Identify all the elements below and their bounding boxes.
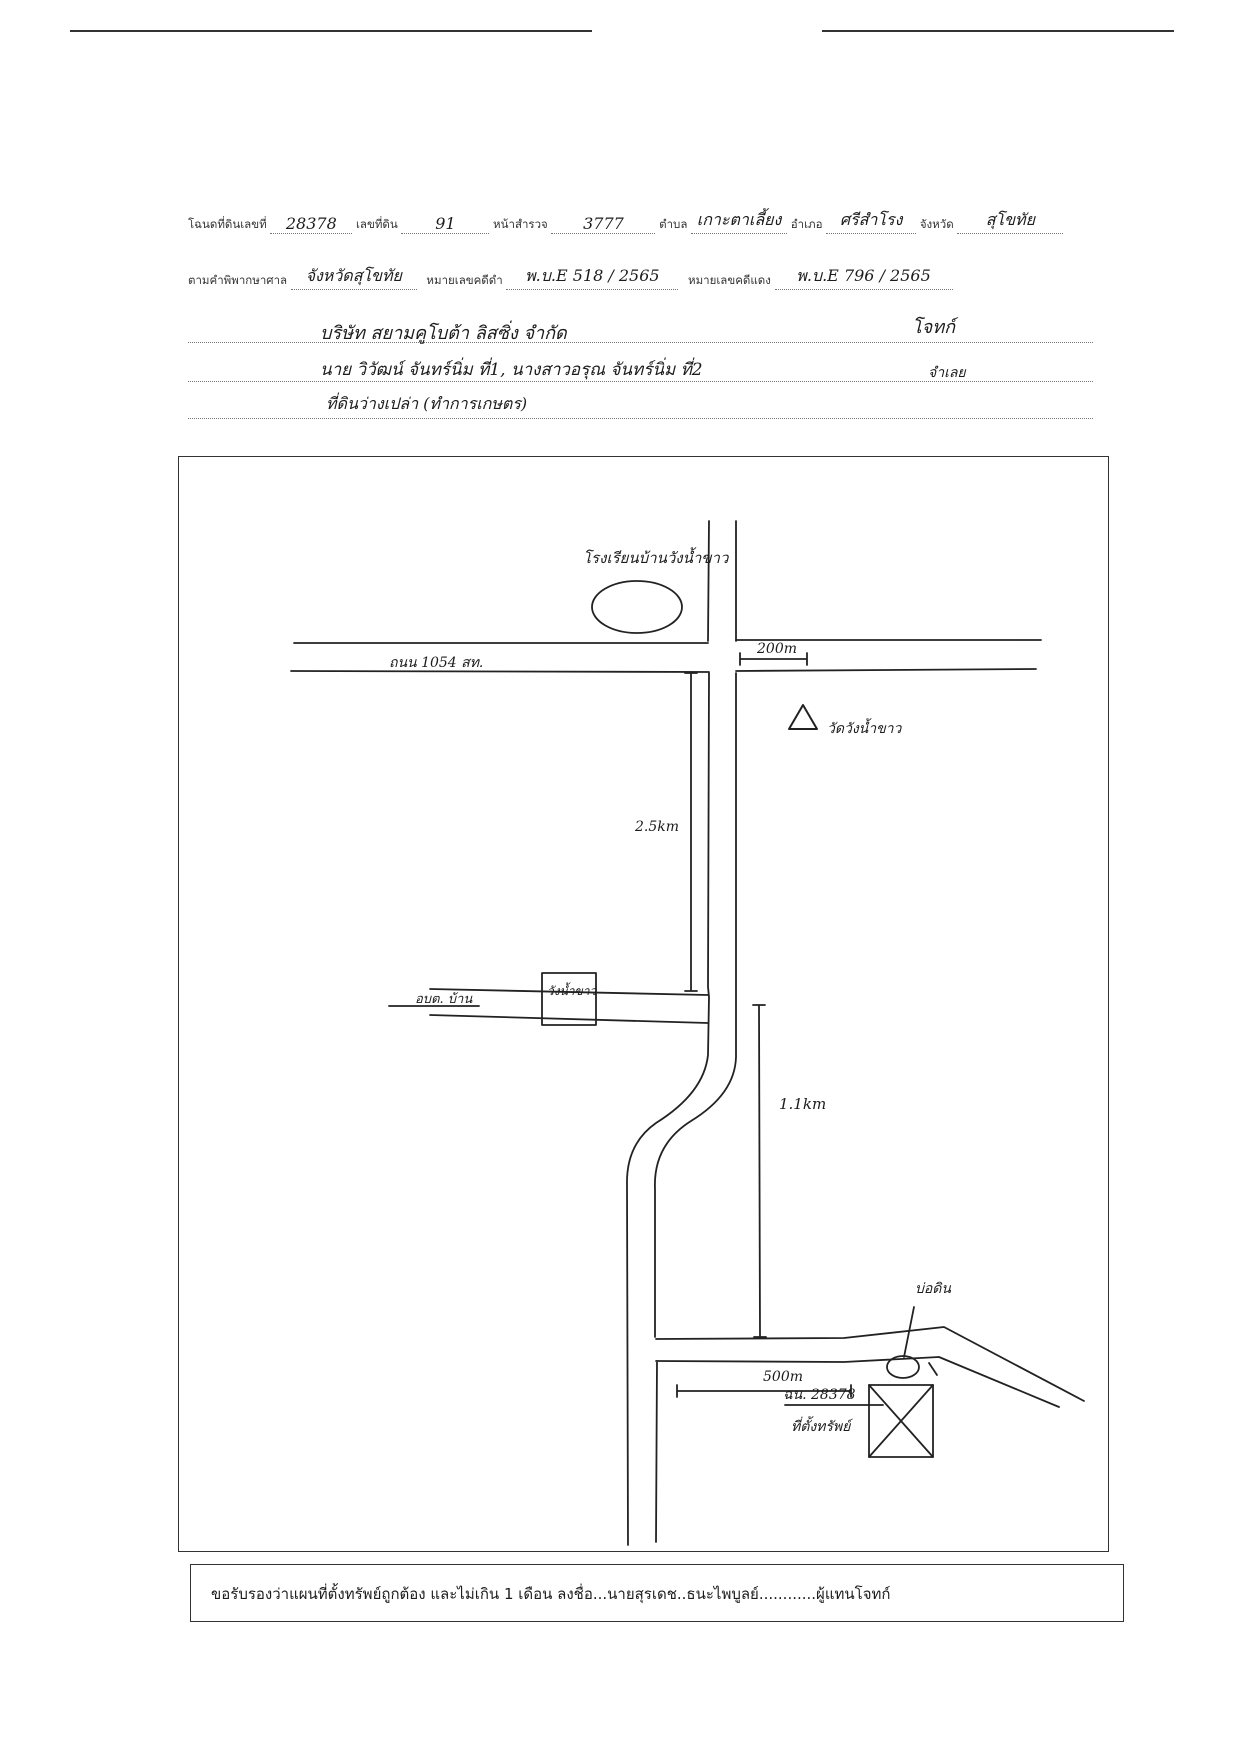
plaintiff-role: โจทก์ [912,317,955,338]
distance-east-label: 500m [763,1369,803,1385]
road-north-west-edge [707,520,710,642]
header-row-1: โฉนดที่ดินเลขที่ 28378 เลขที่ดิน 91 หน้า… [188,208,1064,234]
distance-temple-label: 200m [756,641,797,657]
road-south-east-edge [654,672,737,1338]
black-case: พ.บ.E 518 / 2565 [506,264,679,290]
temple-label: วัดวังน้ำขาว [827,718,903,737]
main-road-south-edge [290,670,710,673]
pond-marker [886,1355,920,1379]
location-map: โรงเรียนบ้านวังน้ำขาว ถนน 1054 สท. 200m … [290,520,1085,1546]
dim-2-5km [684,672,698,992]
party-line-2 [188,381,1093,382]
branch-road-south-edge [655,1356,1060,1543]
certification-box: ขอรับรองว่าแผนที่ตั้งทรัพย์ถูกต้อง และไม… [190,1564,1124,1622]
temple-marker [788,704,818,730]
road-label: ถนน 1054 สท. [389,655,483,671]
red-case: พ.บ.E 796 / 2565 [774,264,953,290]
district: ศรีสำโรง [826,208,917,234]
land-use: ที่ดินว่างเปล่า (ทำการเกษตร) [326,394,528,413]
black-case-label: หมายเลขคดีดำ [426,273,503,287]
defendant-role: จำเลย [928,365,966,381]
deed-label: โฉนดที่ดินเลขที่ [188,217,267,231]
pond-label: บ่อดิน [915,1281,951,1297]
top-rule-right [822,30,1174,32]
main-road-south-edge-east [735,668,1037,672]
road-south-west-edge [626,672,710,1546]
school-marker [591,580,683,634]
province-label: จังหวัด [919,217,954,231]
plot-sub-label: ที่ตั้งทรัพย์ [791,1416,853,1435]
subdistrict: เกาะตาเลี้ยง [691,208,788,234]
plot-box-cross [868,1384,934,1458]
dim-1-1km [752,1004,767,1338]
plot-arrow [928,1362,938,1376]
plot-label: ฉน. 28378 [783,1387,856,1403]
land-no-label: เลขที่ดิน [355,217,398,231]
plot-box [868,1384,934,1458]
office-road-south-edge [429,1014,709,1024]
distance-south-label: 1.1km [779,1095,826,1113]
pond-pointer [903,1306,915,1358]
survey-page: 3777 [551,214,656,234]
red-case-label: หมายเลขคดีแดง [688,273,771,287]
plaintiff-name: บริษัท สยามคูโบต้า ลิสซิ่ง จำกัด [320,323,567,344]
school-label: โรงเรียนบ้านวังน้ำขาว [583,547,730,567]
subdistrict-label: ตำบล [659,217,688,231]
deed-no: 28378 [270,214,353,234]
office-label: อบต. บ้าน [415,992,473,1007]
top-rule-left [70,30,592,32]
header-row-2: ตามคำพิพากษาศาล จังหวัดสุโขทัย หมายเลขคด… [188,264,953,290]
party-line-1 [188,342,1093,343]
office-box-label: วังน้ำขาว [547,982,597,998]
party-line-3 [188,418,1093,419]
map-frame: โรงเรียนบ้านวังน้ำขาว ถนน 1054 สท. 200m … [178,456,1109,1552]
province: สุโขทัย [957,208,1064,234]
office-road-north-edge [429,988,709,996]
survey-page-label: หน้าสำรวจ [493,217,548,231]
office-box [541,972,597,1026]
dim-500m [676,1384,852,1398]
land-no: 91 [401,214,490,234]
certification-text: ขอรับรองว่าแผนที่ตั้งทรัพย์ถูกต้อง และไม… [211,1585,891,1603]
court: จังหวัดสุโขทัย [290,264,417,290]
defendant-names: นาย วิวัฒน์ จันทร์นิ่ม ที่1, นางสาวอรุณ … [320,360,703,380]
branch-road-north-edge [655,1326,1085,1402]
dim-200m [739,652,808,666]
district-label: อำเภอ [790,217,823,231]
court-label: ตามคำพิพากษาศาล [188,273,288,287]
distance-north-label: 2.5km [634,819,679,835]
